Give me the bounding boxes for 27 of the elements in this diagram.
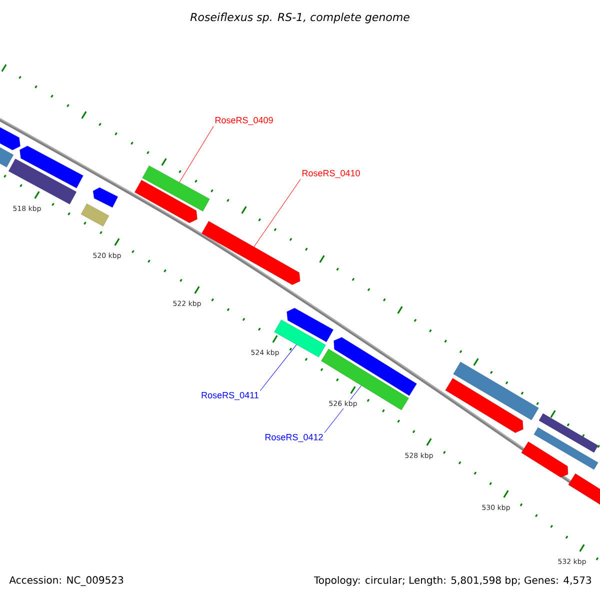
gene-label: RoseRS_0410 xyxy=(302,170,360,178)
gene-feature xyxy=(134,180,198,224)
leader-line xyxy=(254,178,301,248)
gene-feature xyxy=(20,146,84,188)
footer-text: Topology: circular; Length: 5,801,598 bp; Genes: 4,573 xyxy=(314,576,592,586)
gene-feature xyxy=(534,427,598,470)
title: Roseiflexus sp. RS-1, complete genome xyxy=(190,12,410,24)
gene-feature xyxy=(321,348,409,410)
gene-feature xyxy=(8,158,76,204)
gene-feature xyxy=(92,187,118,208)
footer-text: Accession: NC_009523 xyxy=(9,576,124,586)
leader-line xyxy=(179,126,214,182)
gene-feature xyxy=(80,204,110,226)
gene-feature xyxy=(286,308,334,342)
gene-feature xyxy=(0,124,20,150)
gene-label: RoseRS_0412 xyxy=(265,434,323,442)
gene-feature xyxy=(568,474,600,508)
gene-label: RoseRS_0409 xyxy=(215,116,273,126)
gene-label: RoseRS_0411 xyxy=(202,392,258,400)
gene-feature xyxy=(334,337,417,396)
gene-feature xyxy=(453,362,539,420)
gene-feature xyxy=(202,221,300,285)
gene-feature xyxy=(538,413,598,453)
gene-feature xyxy=(445,378,524,433)
leader-line xyxy=(260,344,297,391)
gene-feature xyxy=(521,442,568,478)
gene-feature xyxy=(142,166,210,212)
